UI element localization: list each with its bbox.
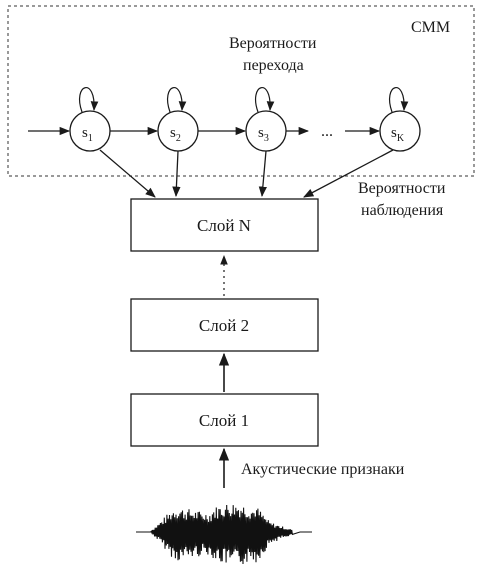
speech-waveform-icon xyxy=(136,504,312,565)
layer-1-box xyxy=(130,393,319,447)
obs-arrow-sk xyxy=(303,149,394,198)
svg-text:s3: s3 xyxy=(258,125,269,144)
self-loop-sk xyxy=(389,87,409,113)
waveform-trace xyxy=(136,504,312,565)
state-s2: s2 xyxy=(157,110,199,152)
states-ellipsis: ... xyxy=(321,123,333,140)
state-sk: sK xyxy=(379,110,421,152)
layer-1-label: Слой 1 xyxy=(199,411,249,430)
layer-2-box xyxy=(130,298,319,352)
acoustic-features-label: Акустические признаки xyxy=(241,461,405,478)
obs-arrow-s1 xyxy=(99,149,156,198)
transition-label-line2: перехода xyxy=(243,57,304,74)
hmm-label: СММ xyxy=(411,19,450,36)
self-loop-s2 xyxy=(167,87,187,113)
obs-arrow-s3 xyxy=(258,150,267,198)
state-s1: s1 xyxy=(69,110,111,152)
layer-n-box xyxy=(130,198,319,252)
observation-label-line2: наблюдения xyxy=(361,202,444,219)
obs-arrow-s2 xyxy=(172,150,181,198)
self-loop-s3 xyxy=(255,87,275,113)
observation-label-line1: Вероятности xyxy=(358,180,446,197)
state-s3: s3 xyxy=(245,110,287,152)
self-loop-s1 xyxy=(79,87,99,113)
layer-n-label: Слой N xyxy=(197,216,251,235)
svg-text:s1: s1 xyxy=(82,125,93,144)
svg-text:s2: s2 xyxy=(170,125,181,144)
svg-text:sK: sK xyxy=(391,125,405,144)
transition-label-line1: Вероятности xyxy=(229,35,317,52)
layer-2-label: Слой 2 xyxy=(199,316,249,335)
